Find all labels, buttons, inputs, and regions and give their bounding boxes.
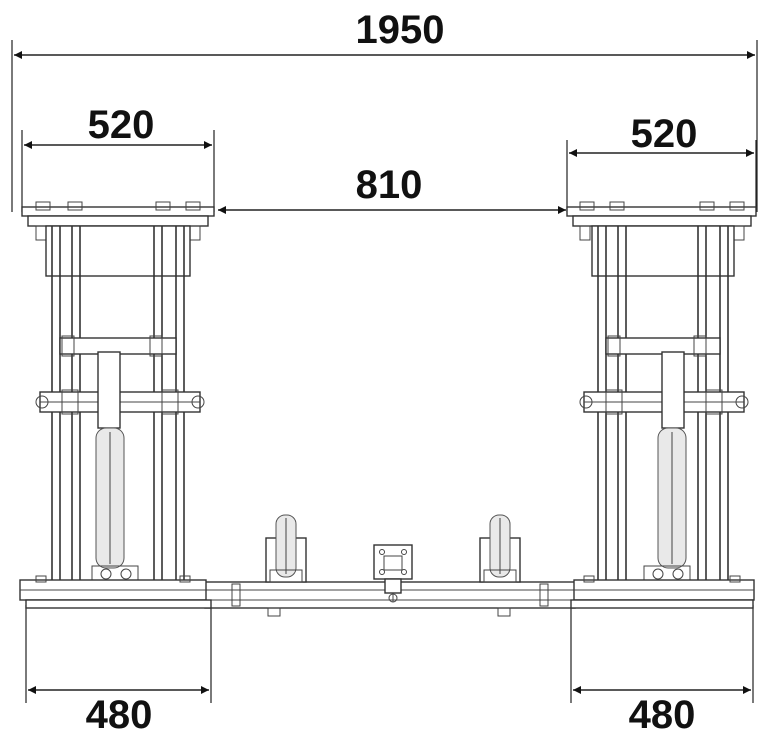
caster-wheel-left [265, 514, 307, 583]
dimension-label-platform-right: 520 [631, 112, 698, 156]
dimension-base-right: 480 [570, 605, 754, 731]
dimension-overall-width: 1950 [11, 8, 758, 212]
dimension-inner-gap: 810 [218, 163, 566, 214]
dimension-label-base-left: 480 [86, 693, 153, 731]
lift-column-right [566, 201, 757, 609]
dimension-platform-left: 520 [21, 103, 215, 212]
dimension-label-overall: 1950 [356, 8, 445, 52]
center-bracket [373, 544, 413, 603]
dimension-platform-right: 520 [566, 112, 757, 212]
dimension-label-base-right: 480 [629, 693, 696, 731]
dimension-label-platform-left: 520 [88, 103, 155, 147]
dimension-label-inner-gap: 810 [356, 163, 423, 207]
lift-column-left [19, 201, 215, 609]
dimension-base-left: 480 [25, 605, 212, 731]
caster-wheel-right [479, 514, 521, 583]
